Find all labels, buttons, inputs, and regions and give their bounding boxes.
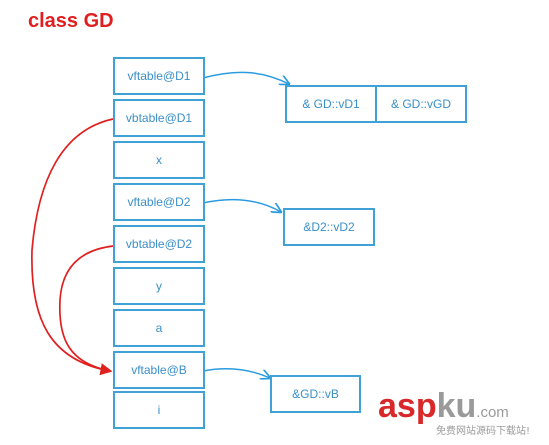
layout-cell-label: vbtable@D1 xyxy=(125,111,193,125)
layout-cell-label: i xyxy=(157,403,161,417)
layout-cell-label: vftable@D2 xyxy=(127,195,191,209)
layout-cell-label: vbtable@D2 xyxy=(125,237,193,251)
watermark-brand-red: asp xyxy=(378,387,437,425)
arrow-vftable-b xyxy=(202,368,270,378)
layout-cell-5: y xyxy=(113,267,205,305)
vftable-d1-entry-1: & GD::vD1 xyxy=(285,85,377,123)
layout-cell-1: vbtable@D1 xyxy=(113,99,205,137)
vftable-d1-entry-2: & GD::vGD xyxy=(375,85,467,123)
arrow-vftable-d1 xyxy=(202,71,289,84)
watermark-logo: aspku.com 免费网站源码下载站! xyxy=(378,388,546,442)
arrow-vbtable-d1 xyxy=(31,118,114,376)
layout-cell-label: x xyxy=(156,153,162,167)
watermark-brand: aspku.com xyxy=(378,388,509,431)
diagram-title: class GD xyxy=(28,10,114,32)
arrow-vftable-d2 xyxy=(202,198,281,212)
layout-cell-3: vftable@D2 xyxy=(113,183,205,221)
watermark-tagline: 免费网站源码下载站! xyxy=(436,426,531,437)
layout-cell-6: a xyxy=(113,309,205,347)
layout-cell-8: i xyxy=(113,391,205,429)
layout-cell-4: vbtable@D2 xyxy=(113,225,205,263)
layout-cell-0: vftable@D1 xyxy=(113,57,205,95)
layout-cell-label: a xyxy=(155,321,163,335)
layout-cell-label: vftable@D1 xyxy=(127,69,191,83)
vftable-b-entry-1: &GD::vB xyxy=(270,375,361,413)
layout-cell-label: y xyxy=(156,279,162,293)
layout-cell-7: vftable@B xyxy=(113,351,205,389)
vftable-d2-entry-1: &D2::vD2 xyxy=(283,208,375,246)
layout-cell-label: vftable@B xyxy=(131,363,187,377)
watermark-brand-tld: .com xyxy=(476,404,509,421)
layout-cell-2: x xyxy=(113,141,205,179)
watermark-brand-gray: ku xyxy=(436,387,477,425)
arrow-vbtable-d2 xyxy=(58,245,114,375)
